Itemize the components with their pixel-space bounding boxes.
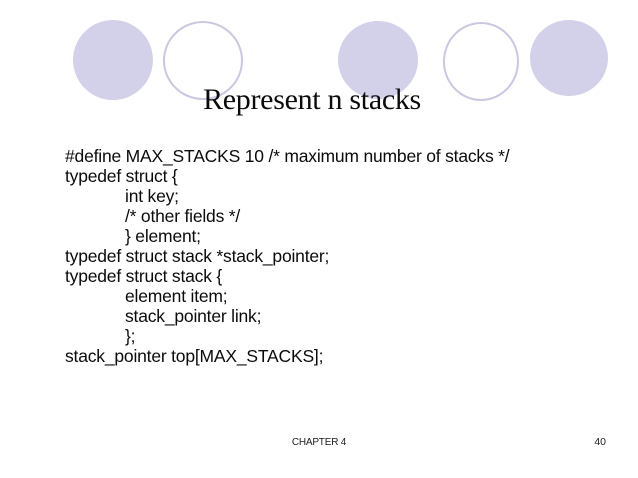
- code-line-2: typedef struct {: [65, 166, 178, 186]
- footer-chapter-label: CHAPTER 4: [291, 437, 347, 448]
- slide-title: Represent n stacks: [203, 83, 421, 116]
- code-line-7: typedef struct stack {: [65, 266, 223, 286]
- code-block: #define MAX_STACKS 10 /* maximum number …: [65, 146, 510, 366]
- slide-footer: CHAPTER 4 40: [0, 436, 638, 448]
- code-line-4: /* other fields */: [65, 206, 241, 226]
- footer-page-number: 40: [594, 436, 606, 448]
- decor-circle-5: [530, 20, 608, 96]
- decor-circle-3: [338, 21, 418, 99]
- code-line-6: typedef struct stack *stack_pointer;: [65, 246, 330, 266]
- code-line-3: int key;: [65, 186, 179, 206]
- code-line-9: stack_pointer link;: [65, 306, 262, 326]
- decor-circle-4: [443, 22, 519, 101]
- code-line-11: stack_pointer top[MAX_STACKS];: [65, 346, 324, 366]
- code-line-1: #define MAX_STACKS 10 /* maximum number …: [65, 146, 510, 166]
- code-line-10: };: [65, 326, 136, 346]
- decor-circle-2: [163, 21, 243, 100]
- code-line-5: } element;: [65, 226, 201, 246]
- code-line-8: element item;: [65, 286, 228, 306]
- decor-circle-1: [73, 20, 153, 100]
